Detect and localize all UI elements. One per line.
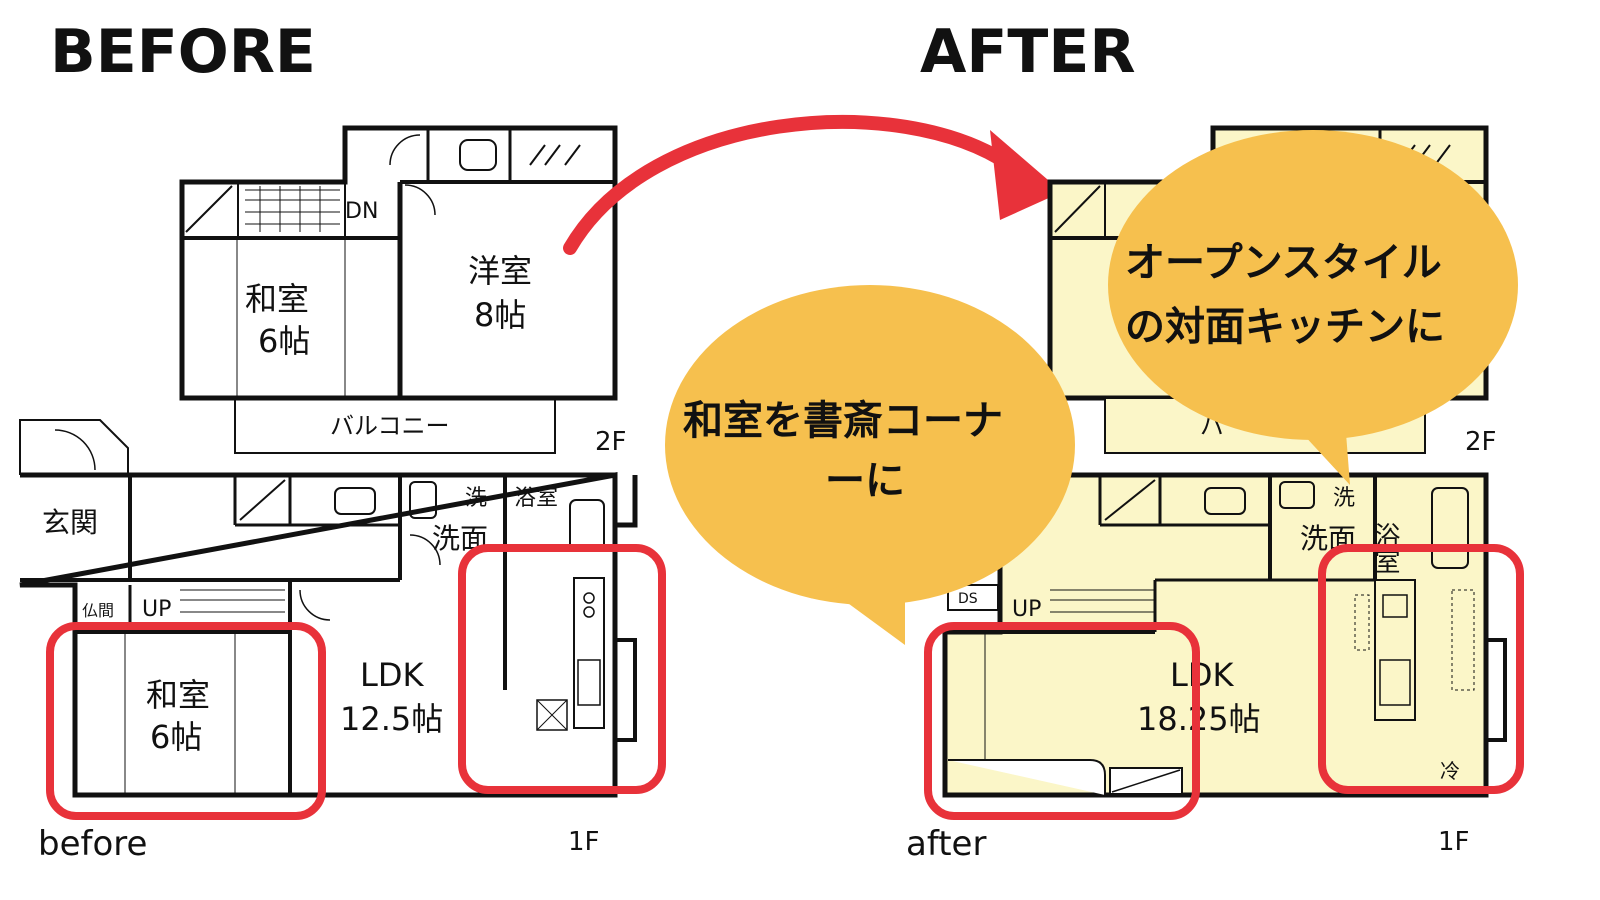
before-1f-altar: 仏間 xyxy=(82,601,114,620)
before-2f-youshitsu: 洋室 xyxy=(468,252,532,290)
after-1f-label: 1F xyxy=(1438,827,1470,857)
before-1f-entrance: 玄関 xyxy=(42,506,98,539)
transformation-arrow xyxy=(563,114,1017,255)
callout-kitchen-line2: の対面キッチンに xyxy=(1125,304,1445,350)
before-1f-washitsu-size: 6帖 xyxy=(150,718,202,756)
before-2f-label: 2F xyxy=(595,427,627,457)
before-2f-plan xyxy=(179,125,618,454)
before-kitchen-highlight xyxy=(458,544,666,794)
arrow-head-icon xyxy=(990,130,1062,220)
before-caption: before xyxy=(38,824,147,864)
before-heading: BEFORE xyxy=(50,17,316,87)
before-2f-washitsu-size: 6帖 xyxy=(258,322,310,360)
after-1f-stairs: UP xyxy=(1012,597,1041,622)
after-1f-laundry: 洗 xyxy=(1333,486,1355,511)
before-2f-washitsu: 和室 xyxy=(245,280,309,318)
before-1f-label: 1F xyxy=(568,827,600,857)
after-1f-ds: DS xyxy=(958,591,978,607)
before-1f-bath: 浴室 xyxy=(514,486,558,511)
before-washitsu-highlight xyxy=(46,622,326,820)
after-caption: after xyxy=(906,824,986,864)
callout-study-line2: ーに xyxy=(825,458,905,504)
after-1f-plan xyxy=(942,472,1507,798)
after-kitchen-highlight xyxy=(1318,544,1524,794)
before-1f-washitsu: 和室 xyxy=(146,676,210,714)
before-1f-plan xyxy=(19,419,638,798)
before-1f-stairs: UP xyxy=(142,597,171,622)
before-1f-ldk-size: 12.5帖 xyxy=(340,700,443,738)
callout-study-line1: 和室を書斎コーナ xyxy=(683,398,1003,444)
before-1f-ldk: LDK xyxy=(360,656,424,694)
before-2f-balcony: バルコニー xyxy=(330,412,450,440)
before-2f-stairs: DN xyxy=(345,199,378,224)
before-2f-youshitsu-size: 8帖 xyxy=(474,296,526,334)
callout-study xyxy=(665,285,1075,645)
after-1f-ldk: LDK xyxy=(1170,656,1234,694)
before-1f-laundry: 洗 xyxy=(465,486,487,511)
after-heading: AFTER xyxy=(920,17,1136,87)
after-study-highlight xyxy=(924,622,1200,820)
callout-kitchen-line1: オープンスタイル xyxy=(1125,240,1442,286)
after-2f-label: 2F xyxy=(1465,427,1497,457)
after-1f-fridge: 冷 xyxy=(1440,759,1460,783)
callout-kitchen xyxy=(1108,130,1518,485)
